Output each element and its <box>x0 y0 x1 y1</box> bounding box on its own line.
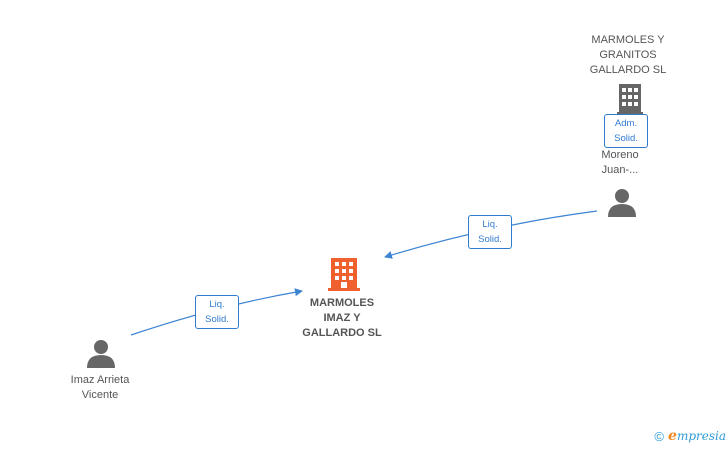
building-icon[interactable] <box>328 258 360 291</box>
badge-line: Adm. <box>614 118 638 129</box>
parent-company-label[interactable]: MARMOLES Y GRANITOS GALLARDO SL <box>568 33 688 78</box>
label-line: GALLARDO SL <box>302 327 382 339</box>
copyright-icon: © <box>654 428 665 444</box>
label-line: Juan-... <box>601 164 639 176</box>
person-icon[interactable] <box>608 189 636 217</box>
person-imaz-label[interactable]: Imaz Arrieta Vicente <box>50 373 150 403</box>
edge-badge-liq-solid[interactable]: Liq. Solid. <box>195 295 239 329</box>
label-line: Moreno <box>601 149 639 161</box>
empresia-watermark: © empresia <box>654 428 726 444</box>
badge-line: Liq. <box>482 219 498 230</box>
badge-line: Solid. <box>478 234 502 245</box>
label-line: Imaz Arrieta <box>70 374 130 386</box>
badge-line: Liq. <box>209 299 225 310</box>
person-icon[interactable] <box>87 340 115 368</box>
main-company-label[interactable]: MARMOLES IMAZ Y GALLARDO SL <box>282 296 402 341</box>
building-icon[interactable] <box>617 84 643 115</box>
label-line: GALLARDO SL <box>589 64 667 76</box>
edge-badge-liq-solid[interactable]: Liq. Solid. <box>468 215 512 249</box>
brand-logo: empresia <box>668 428 726 444</box>
label-line: MARMOLES Y <box>591 34 665 46</box>
badge-line: Solid. <box>614 133 638 144</box>
edge-badge-adm-solid[interactable]: Adm. Solid. <box>604 114 648 148</box>
badge-line: Solid. <box>205 314 229 325</box>
label-line: MARMOLES <box>309 297 375 309</box>
label-line: Vicente <box>81 389 119 401</box>
label-line: IMAZ Y <box>323 312 361 324</box>
label-line: GRANITOS <box>599 49 657 61</box>
